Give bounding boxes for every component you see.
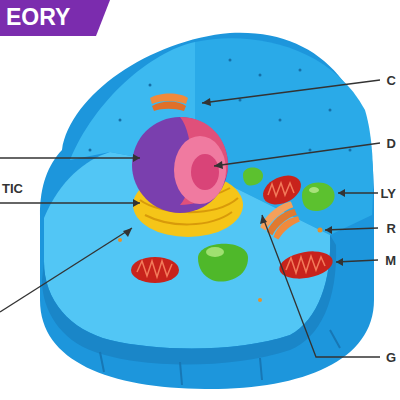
nucleolus: [174, 136, 226, 204]
ribosome: [118, 228, 323, 303]
golgi-apparatus: [150, 94, 188, 112]
cell-membrane: [40, 33, 374, 389]
golgi-apparatus: [257, 198, 304, 243]
nucleus: [132, 117, 228, 213]
part-label: R: [387, 222, 396, 235]
part-label: M: [385, 254, 396, 267]
mitochondria: [131, 170, 335, 283]
title-banner: [0, 0, 110, 36]
part-label: G: [386, 351, 396, 364]
part-label: D: [387, 137, 396, 150]
leader-line: [0, 80, 380, 357]
cut-edge: [42, 235, 336, 365]
part-label: LY: [381, 187, 396, 200]
title-text: EORY: [6, 5, 70, 30]
part-label: C: [387, 74, 396, 87]
part-label: TIC: [2, 182, 23, 195]
